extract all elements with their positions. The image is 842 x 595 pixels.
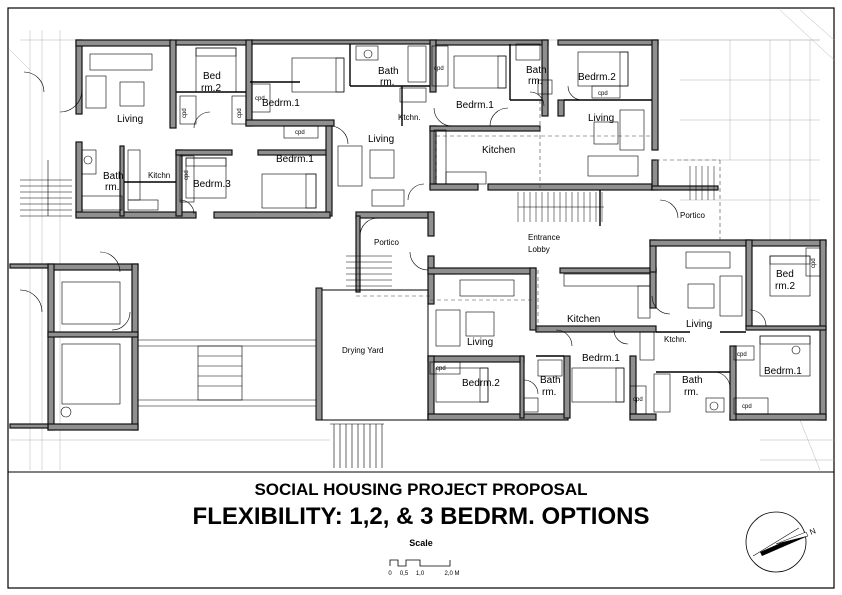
room-label-bed-rm2-top: Bed [203,71,221,82]
room-label-bath-a: Bath [378,66,399,77]
room-label-bath-d2: rm. [542,387,556,398]
cpd-labels: cpd cpd cpd cpd cpd cpd cpd cpd cpd cpd … [182,66,817,410]
cpd-label-1: cpd [182,108,188,118]
cupboards [179,45,821,415]
scale-tick-2: 2,0 M [444,571,459,577]
room-label-bedrm1-b: Bedrm.1 [456,100,494,111]
room-label-portico-right: Portico [680,211,705,220]
room-label-kitchn-small: Kitchn [148,171,170,180]
project-title: SOCIAL HOUSING PROJECT PROPOSAL [254,480,587,499]
room-label-living-mid: Living [368,134,394,145]
room-label-bedrm1-bottom: Bedrm.1 [582,353,620,364]
room-label-bedrm1-a: Bedrm.1 [262,98,300,109]
cpd-label-2: cpd [237,108,243,118]
room-label-drying-yard: Drying Yard [342,346,384,355]
room-label-bath-a2: rm. [380,77,394,88]
cpd-label-5: cpd [434,66,444,72]
room-label-kitchen-bottom: Kitchen [567,314,600,325]
cpd-label-11: cpd [737,352,747,358]
dashed-overhead-lines [356,100,721,330]
room-labels: Bed rm.2 Bedrm.1 Bath rm. Bedrm.1 Bath r… [103,65,802,398]
room-label-bedrm2-bottom: Bedrm.2 [462,378,500,389]
portico-left-stairs [346,255,392,287]
room-label-ktchn-small-b: Ktchn. [664,335,687,344]
room-label-lobby: Lobby [528,245,550,254]
room-label-living-left: Living [117,114,143,125]
cpd-label-3: cpd [255,96,265,102]
left-stairs [20,160,72,217]
room-label-bath-b: Bath [526,65,547,76]
room-label-bath-c: Bath [103,171,124,182]
drying-yard [315,287,429,421]
furniture [60,43,811,418]
scale-tick-1: 1,0 [416,571,425,577]
room-label-bath-c2: rm. [105,182,119,193]
scale-label: Scale [409,538,433,548]
north-label: N [808,526,817,537]
partitions [124,44,746,373]
cpd-label-12: cpd [742,404,752,410]
room-label-living-bottom-right: Living [686,319,712,330]
room-label-bath-d: Bath [540,375,561,386]
cpd-label-8: cpd [436,366,446,372]
scale-tick-05: 0,5 [400,571,409,577]
room-label-bath-e: Bath [682,375,703,386]
room-label-entrance: Entrance [528,233,561,242]
room-label-bedrm1-br: Bedrm.1 [764,366,802,377]
cpd-label-9: cpd [633,397,643,403]
scale-tick-0: 0 [388,571,392,577]
door-swings [19,71,767,395]
north-arrow-icon [745,511,809,573]
room-label-bedrm3: Bedrm.3 [193,179,231,190]
room-label-kitchen-top: Kitchen [482,145,515,156]
central-stair [517,192,604,222]
walls [9,39,827,431]
sheet-border [7,7,835,589]
room-label-bath-e2: rm. [684,387,698,398]
portico-right-stairs [689,166,715,200]
plan-subtitle: FLEXIBILITY: 1,2, & 3 BEDRM. OPTIONS [193,503,650,530]
cpd-label-4: cpd [295,130,305,136]
room-label-portico-left: Portico [374,238,399,247]
bottom-stairs [330,423,384,468]
room-label-living-right-top: Living [588,113,614,124]
cpd-label-6: cpd [598,91,608,97]
room-label-bedrm1-c: Bedrm.1 [276,154,314,165]
cpd-label-10: cpd [811,258,817,268]
room-label-bedrm2-top: Bedrm.2 [578,72,616,83]
room-label-bed-rm2-top-b: rm.2 [201,83,221,94]
room-label-bed-rm2-br-b: rm.2 [775,281,795,292]
room-label-living-bottom-left: Living [467,337,493,348]
cpd-label-7: cpd [184,170,190,180]
room-label-ktchn-small: Ktchn. [398,113,421,122]
room-label-bed-rm2-br: Bed [776,269,794,280]
courtyard-lines [138,339,316,407]
room-label-bath-b2: rm. [528,76,542,87]
scale-bar [389,559,451,567]
